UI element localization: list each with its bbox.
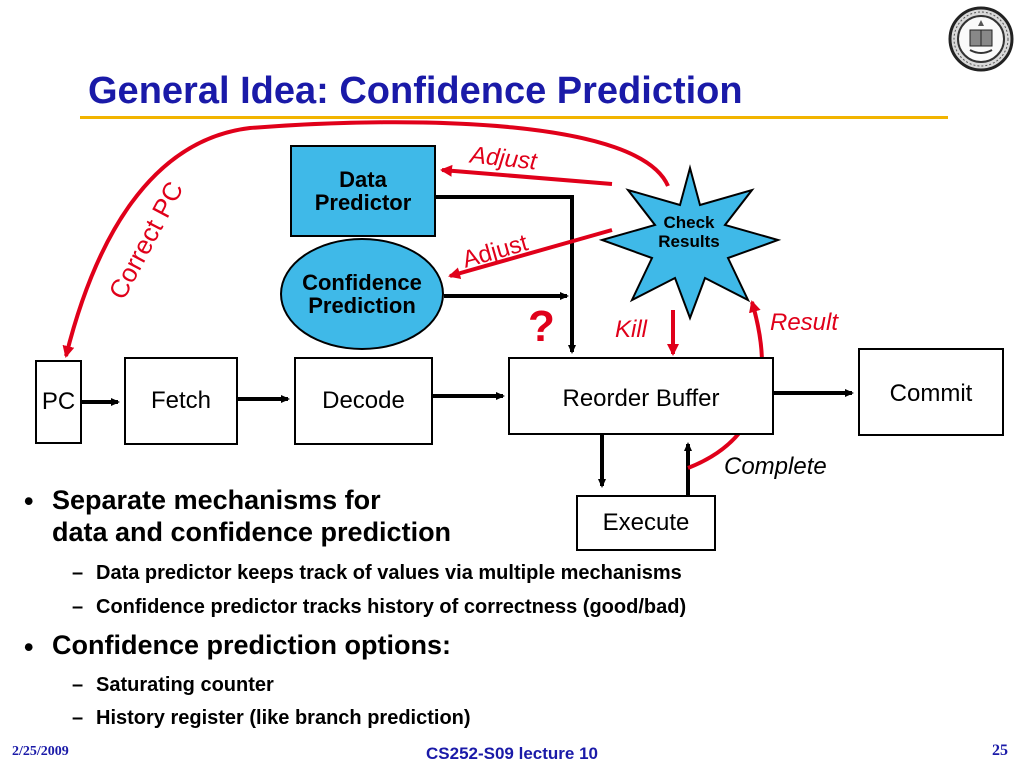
data-predictor-label: Data Predictor — [314, 166, 412, 215]
correct-pc-arrow — [62, 120, 670, 358]
bullet-1: Separate mechanisms for data and confide… — [52, 485, 452, 548]
sub-bullet-2-1: Saturating counter — [96, 674, 274, 696]
pc-box: PC — [35, 360, 82, 444]
footer-page-number: 25 — [992, 742, 1008, 759]
data-predictor-box: Data Predictor — [290, 145, 436, 237]
sub-bullet-2-2: History register (like branch prediction… — [96, 707, 471, 729]
kill-label: Kill — [615, 316, 648, 343]
footer-date: 2/25/2009 — [12, 744, 69, 759]
result-label: Result — [770, 309, 839, 336]
confidence-prediction-ellipse: Confidence Prediction — [280, 238, 444, 350]
fetch-box: Fetch — [124, 357, 238, 445]
sub-bullet-marker: – — [72, 562, 84, 584]
sub-bullet-marker: – — [72, 707, 84, 729]
title-underline — [80, 116, 948, 119]
slide-title: General Idea: Confidence Prediction — [88, 70, 743, 112]
sub-bullet-1-1: Data predictor keeps track of values via… — [96, 562, 682, 584]
bullet-marker: • — [24, 632, 34, 662]
commit-box: Commit — [858, 348, 1004, 436]
execute-label: Execute — [602, 509, 690, 536]
decode-label: Decode — [322, 387, 405, 414]
question-mark: ? — [528, 302, 555, 351]
check-results-starburst — [598, 164, 782, 321]
sub-bullet-1-2: Confidence predictor tracks history of c… — [96, 596, 687, 618]
execute-box: Execute — [576, 495, 716, 551]
reorder-buffer-box: Reorder Buffer — [508, 357, 774, 435]
sub-bullet-marker: – — [72, 674, 84, 696]
data-predictor-to-rob-arrow — [436, 195, 576, 354]
sub-bullet-marker: – — [72, 596, 84, 618]
university-seal-icon — [948, 6, 1014, 72]
adjust-confidence-arrow — [448, 228, 613, 280]
decode-box: Decode — [294, 357, 433, 445]
confidence-prediction-label: Confidence Prediction — [302, 269, 422, 318]
adjust-data-arrow — [440, 164, 613, 186]
commit-label: Commit — [889, 380, 973, 407]
complete-label: Complete — [724, 453, 827, 480]
footer-course: CS252-S09 lecture 10 — [426, 744, 598, 763]
check-results-label: Check Results — [658, 213, 720, 251]
reorder-buffer-label: Reorder Buffer — [562, 385, 720, 412]
bullet-marker: • — [24, 486, 34, 516]
fetch-label: Fetch — [150, 387, 212, 414]
bullet-2: Confidence prediction options: — [52, 630, 451, 660]
pc-label: PC — [41, 388, 76, 415]
